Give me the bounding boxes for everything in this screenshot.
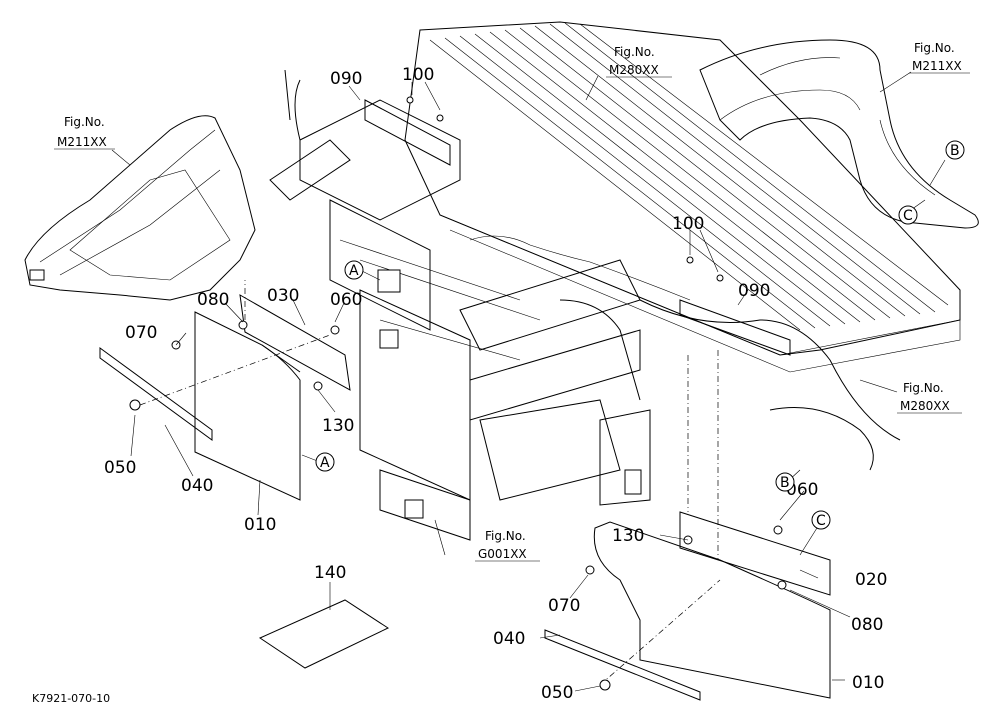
part-label-020: 020 xyxy=(855,570,887,590)
part-label-070: 070 xyxy=(125,323,157,343)
figref-code: M211XX xyxy=(912,59,962,73)
diagram-id: K7921-070-10 xyxy=(32,692,110,705)
marker-letter: A xyxy=(320,455,330,471)
part-label-040: 040 xyxy=(181,476,213,496)
marker-a-upper: A xyxy=(344,260,364,280)
marker-a-lower: A xyxy=(315,452,335,472)
figref-label: Fig.No. xyxy=(914,41,955,55)
left-mudflap xyxy=(99,280,351,501)
marker-c-lower: C xyxy=(811,510,831,530)
marker-letter: C xyxy=(903,208,913,224)
part-label-140: 140 xyxy=(314,563,346,583)
part-label-080: 080 xyxy=(197,290,229,310)
figref-m211-right: Fig.No. M211XX xyxy=(909,41,970,74)
part-label-030: 030 xyxy=(267,286,299,306)
part-label-100: 100 xyxy=(672,214,704,234)
marker-letter: A xyxy=(349,263,359,279)
figref-m211-left: Fig.No. M211XX xyxy=(54,115,115,150)
left-fender xyxy=(24,115,256,301)
right-mudflap xyxy=(544,350,831,701)
part-label-040: 040 xyxy=(493,629,525,649)
part-label-010: 010 xyxy=(244,515,276,535)
marker-letter: C xyxy=(816,513,826,529)
part-label-060: 060 xyxy=(786,480,818,500)
part-label-100: 100 xyxy=(402,65,434,85)
cargo-bed xyxy=(404,21,961,373)
chassis-frame xyxy=(269,69,901,541)
decal-140 xyxy=(258,599,390,669)
figref-g001: Fig.No. G001XX xyxy=(475,529,540,562)
marker-b-upper: B xyxy=(945,140,965,160)
figref-m280-right: Fig.No. M280XX xyxy=(897,381,962,414)
marker-b-lower: B xyxy=(775,472,795,492)
marker-letter: B xyxy=(950,143,960,159)
figref-code: M211XX xyxy=(57,135,107,149)
part-label-130: 130 xyxy=(612,526,644,546)
right-fender xyxy=(699,39,979,229)
figref-label: Fig.No. xyxy=(64,115,105,129)
part-label-070: 070 xyxy=(548,596,580,616)
figref-label: Fig.No. xyxy=(903,381,944,395)
part-label-130: 130 xyxy=(322,416,354,436)
part-label-080: 080 xyxy=(851,615,883,635)
figref-code: M280XX xyxy=(900,399,950,413)
figref-code: M280XX xyxy=(609,63,659,77)
bracket-090-upper xyxy=(364,96,451,166)
part-label-010: 010 xyxy=(852,673,884,693)
part-label-050: 050 xyxy=(104,458,136,478)
figref-label: Fig.No. xyxy=(485,529,526,543)
marker-letter: B xyxy=(780,475,790,491)
figref-m280-top: Fig.No. M280XX xyxy=(606,45,672,78)
part-label-050: 050 xyxy=(541,683,573,703)
figref-code: G001XX xyxy=(478,547,527,561)
marker-c-upper: C xyxy=(898,205,918,225)
part-label-090: 090 xyxy=(738,281,770,301)
bracket-090-lower xyxy=(679,256,791,356)
part-label-060: 060 xyxy=(330,290,362,310)
leader-lines xyxy=(111,71,946,692)
figref-label: Fig.No. xyxy=(614,45,655,59)
part-label-090: 090 xyxy=(330,69,362,89)
